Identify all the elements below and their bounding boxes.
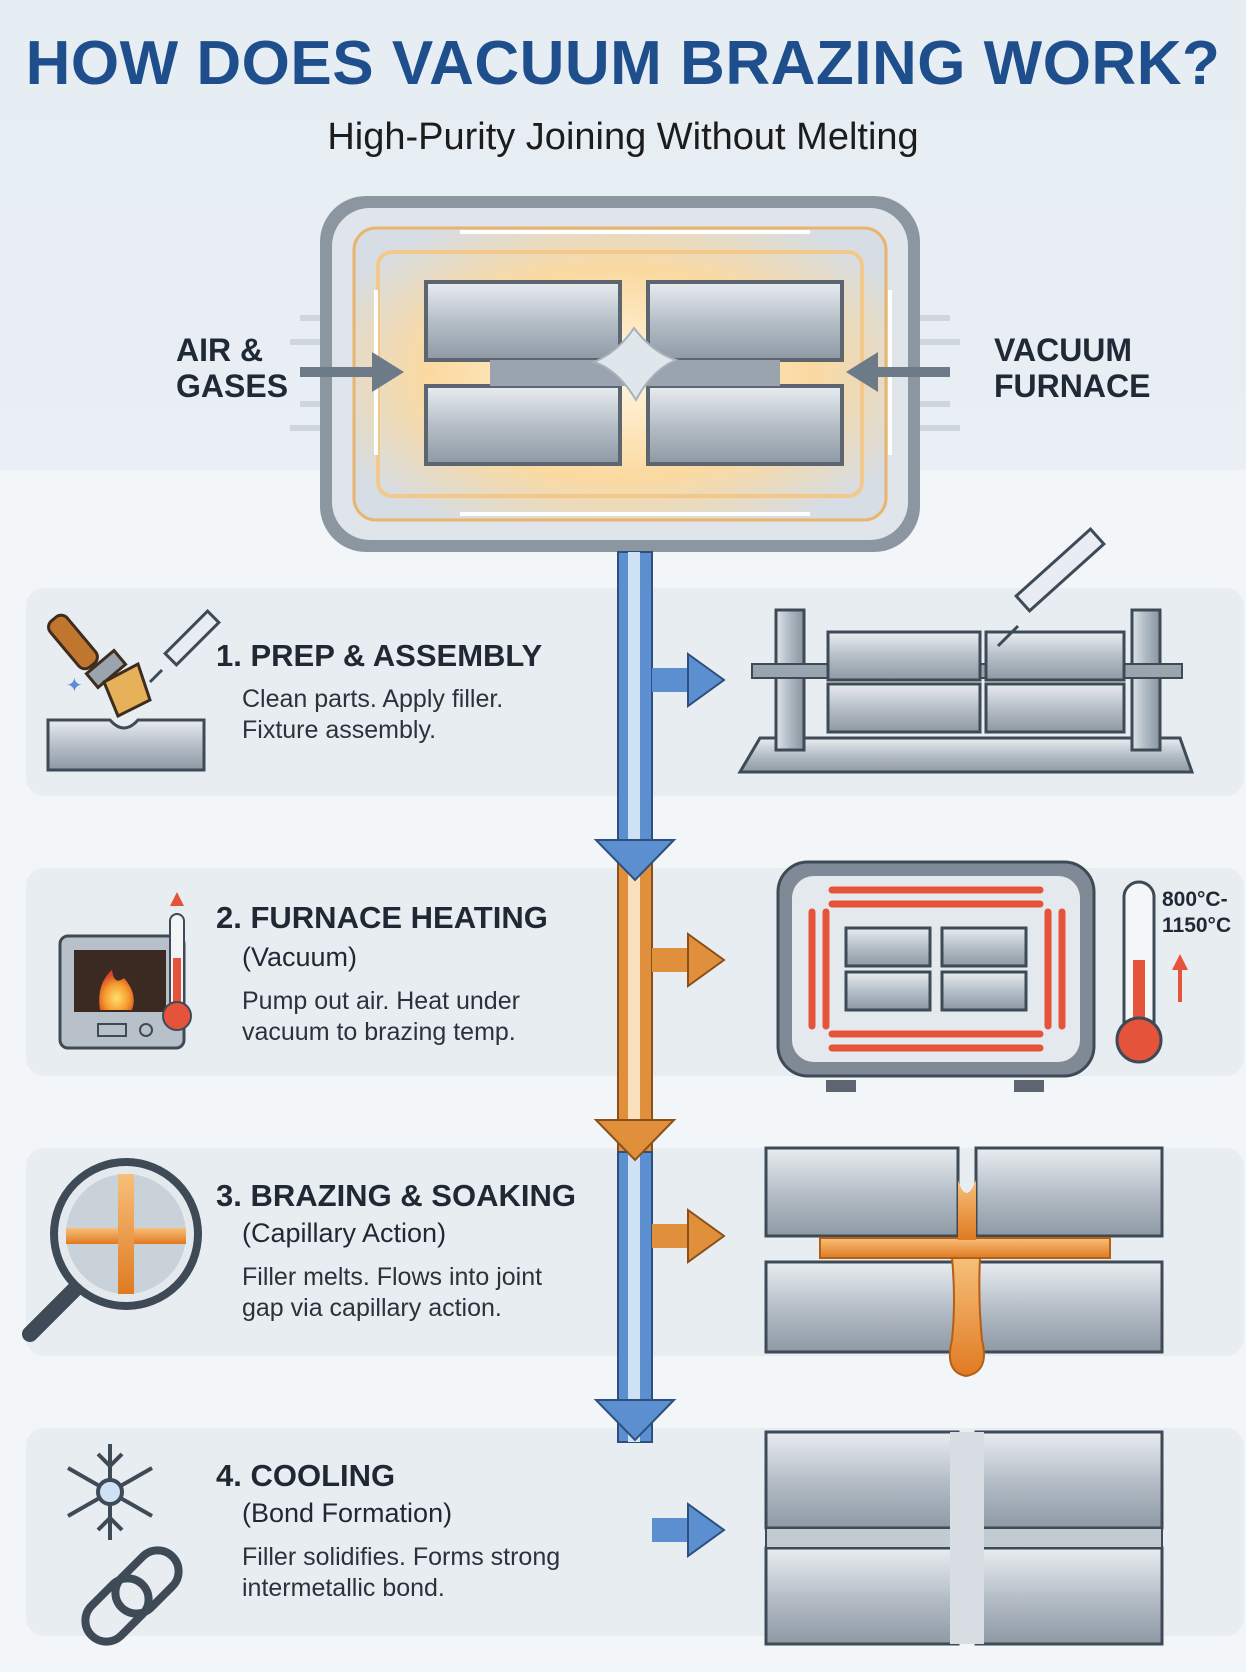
magnifier-icon [22,1158,202,1342]
step-2-description: Pump out air. Heat under vacuum to brazi… [242,987,520,1046]
step-4-description: Filler solidifies. Forms strong intermet… [242,1543,561,1602]
branch-arrow-step-4 [652,1502,726,1558]
branch-arrow-step-1 [652,652,726,708]
syringe-icon [148,609,221,684]
flow-arrowhead-2 [593,1119,677,1162]
snowflake-icon [67,1444,153,1540]
paintbrush-icon [47,613,152,719]
gas-arrow-right [846,352,878,392]
molten-droplet [948,1257,985,1378]
temperature-up-arrow [1172,954,1188,970]
step-2-title: 2. FURNACE HEATING [216,900,548,935]
heated-chamber-illustration [776,860,1096,1092]
page-subtitle: High-Purity Joining Without Melting [327,116,919,158]
flow-arrowhead-3 [593,1399,677,1442]
branch-arrow-step-2 [652,932,726,988]
vacuum-furnace-label: VACUUM FURNACE [994,332,1151,404]
temperature-thermometer [1115,880,1188,1064]
heating-elements [808,886,1066,1052]
metal-part-icon [46,718,206,772]
step-3-subtitle: (Capillary Action) [242,1218,447,1248]
page-title: HOW DOES VACUUM BRAZING WORK? [25,29,1221,98]
process-flow-arrow [593,551,726,1558]
step-2-subtitle: (Vacuum) [242,942,358,972]
air-gases-label: AIR & GASES [176,332,289,404]
step-3-title: 3. BRAZING & SOAKING [216,1178,576,1213]
filler-joint [591,326,679,403]
fixture-clamp-illustration [737,526,1195,774]
step-1-description: Clean parts. Apply filler. Fixture assem… [242,685,504,744]
bonded-joint-illustration [764,1430,1164,1646]
sparkle-icon: ✦ [66,675,83,697]
chain-link-icon [81,1546,183,1646]
step-1-title: 1. PREP & ASSEMBLY [216,638,543,673]
furnace-icon [58,934,186,1050]
step-4-subtitle: (Bond Formation) [242,1498,453,1528]
molten-joint-illustration [764,1146,1164,1378]
branch-arrow-step-3 [652,1208,726,1264]
gas-arrow-left [372,352,404,392]
step-3-description: Filler melts. Flows into joint gap via c… [242,1263,543,1322]
flow-arrowhead-1 [593,839,677,882]
thermometer-icon [162,892,192,1031]
temperature-range-label: 800°C- 1150°C [1162,888,1232,937]
step-4-title: 4. COOLING [216,1458,396,1493]
metal-parts-in-furnace [424,280,844,466]
vacuum-furnace-illustration [290,196,960,552]
